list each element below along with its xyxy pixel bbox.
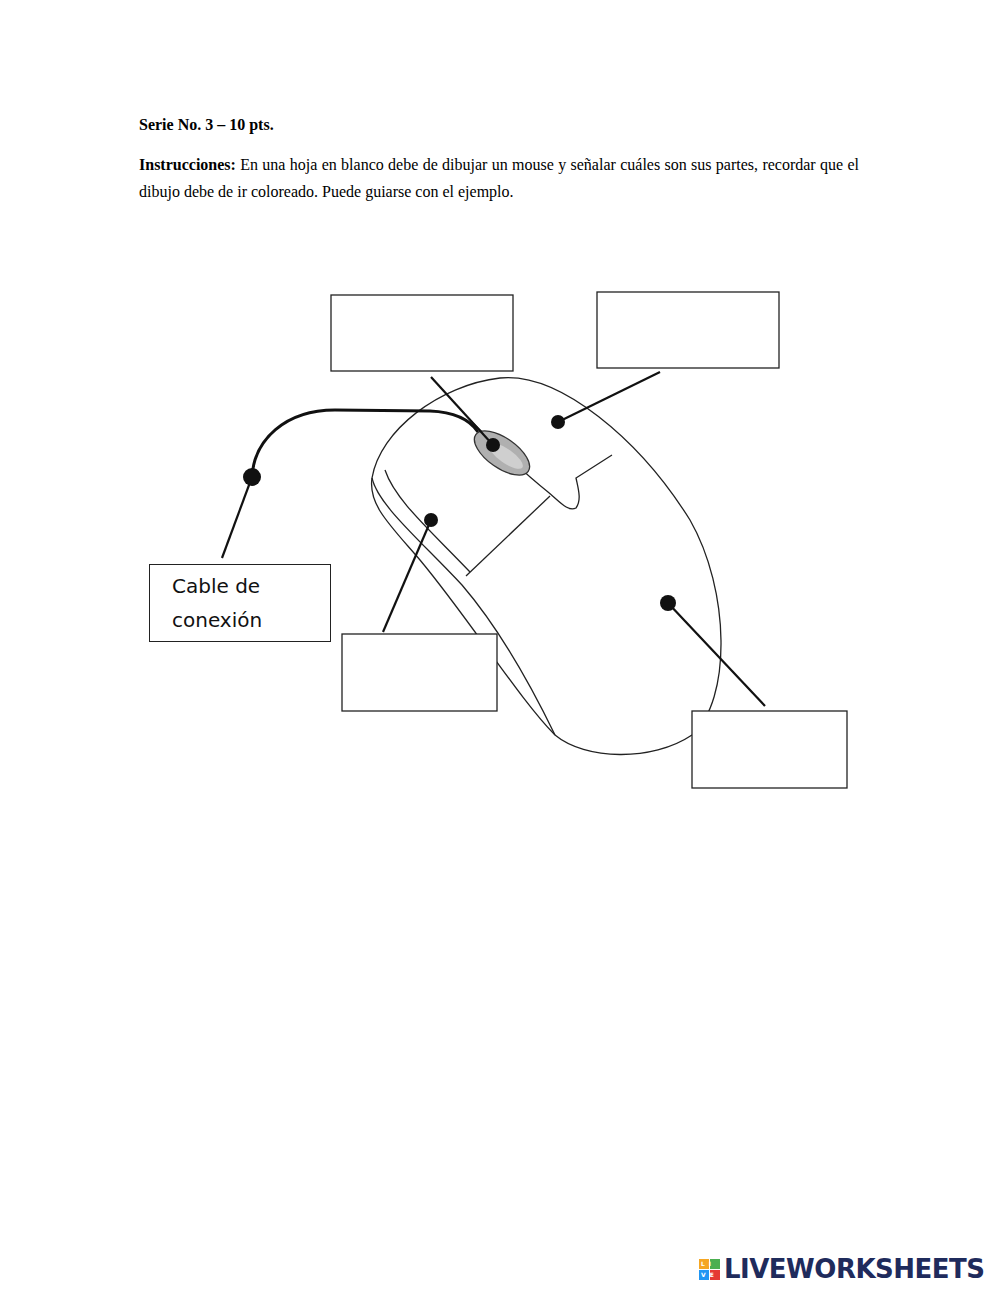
scroll-wheel-shine	[486, 439, 527, 473]
pointer-dot	[243, 468, 261, 486]
mouse-side-inner	[385, 470, 470, 572]
box-label: Cable de conexión	[172, 569, 306, 637]
answer-box	[331, 295, 513, 371]
leader-line	[668, 603, 765, 706]
leader-line	[383, 520, 431, 632]
pointer-dot	[551, 415, 565, 429]
leader-line	[431, 377, 493, 445]
leader-line	[222, 477, 252, 558]
leader-line	[558, 372, 660, 422]
logo-letters: LIVE	[698, 1258, 720, 1280]
answer-box	[342, 634, 497, 711]
instructions-body: En una hoja en blanco debe de dibujar un…	[139, 156, 859, 200]
answer-box	[597, 292, 779, 368]
instructions-heading: Instrucciones:	[139, 156, 236, 173]
button-divider	[466, 496, 550, 576]
instructions: Instrucciones: En una hoja en blanco deb…	[139, 151, 859, 205]
pointer-dot	[486, 438, 500, 452]
label-box: Cable de conexión	[149, 564, 331, 642]
logo-icon: LIVE	[698, 1258, 720, 1280]
pointer-dot	[424, 513, 438, 527]
worksheet-title: Serie No. 3 – 10 pts.	[139, 116, 274, 134]
logo-text: LIVEWORKSHEETS	[724, 1254, 985, 1284]
mouse-cable	[252, 410, 478, 477]
answer-box	[692, 711, 847, 788]
pointer-dot	[660, 595, 676, 611]
logo: LIVE LIVEWORKSHEETS	[698, 1254, 985, 1284]
